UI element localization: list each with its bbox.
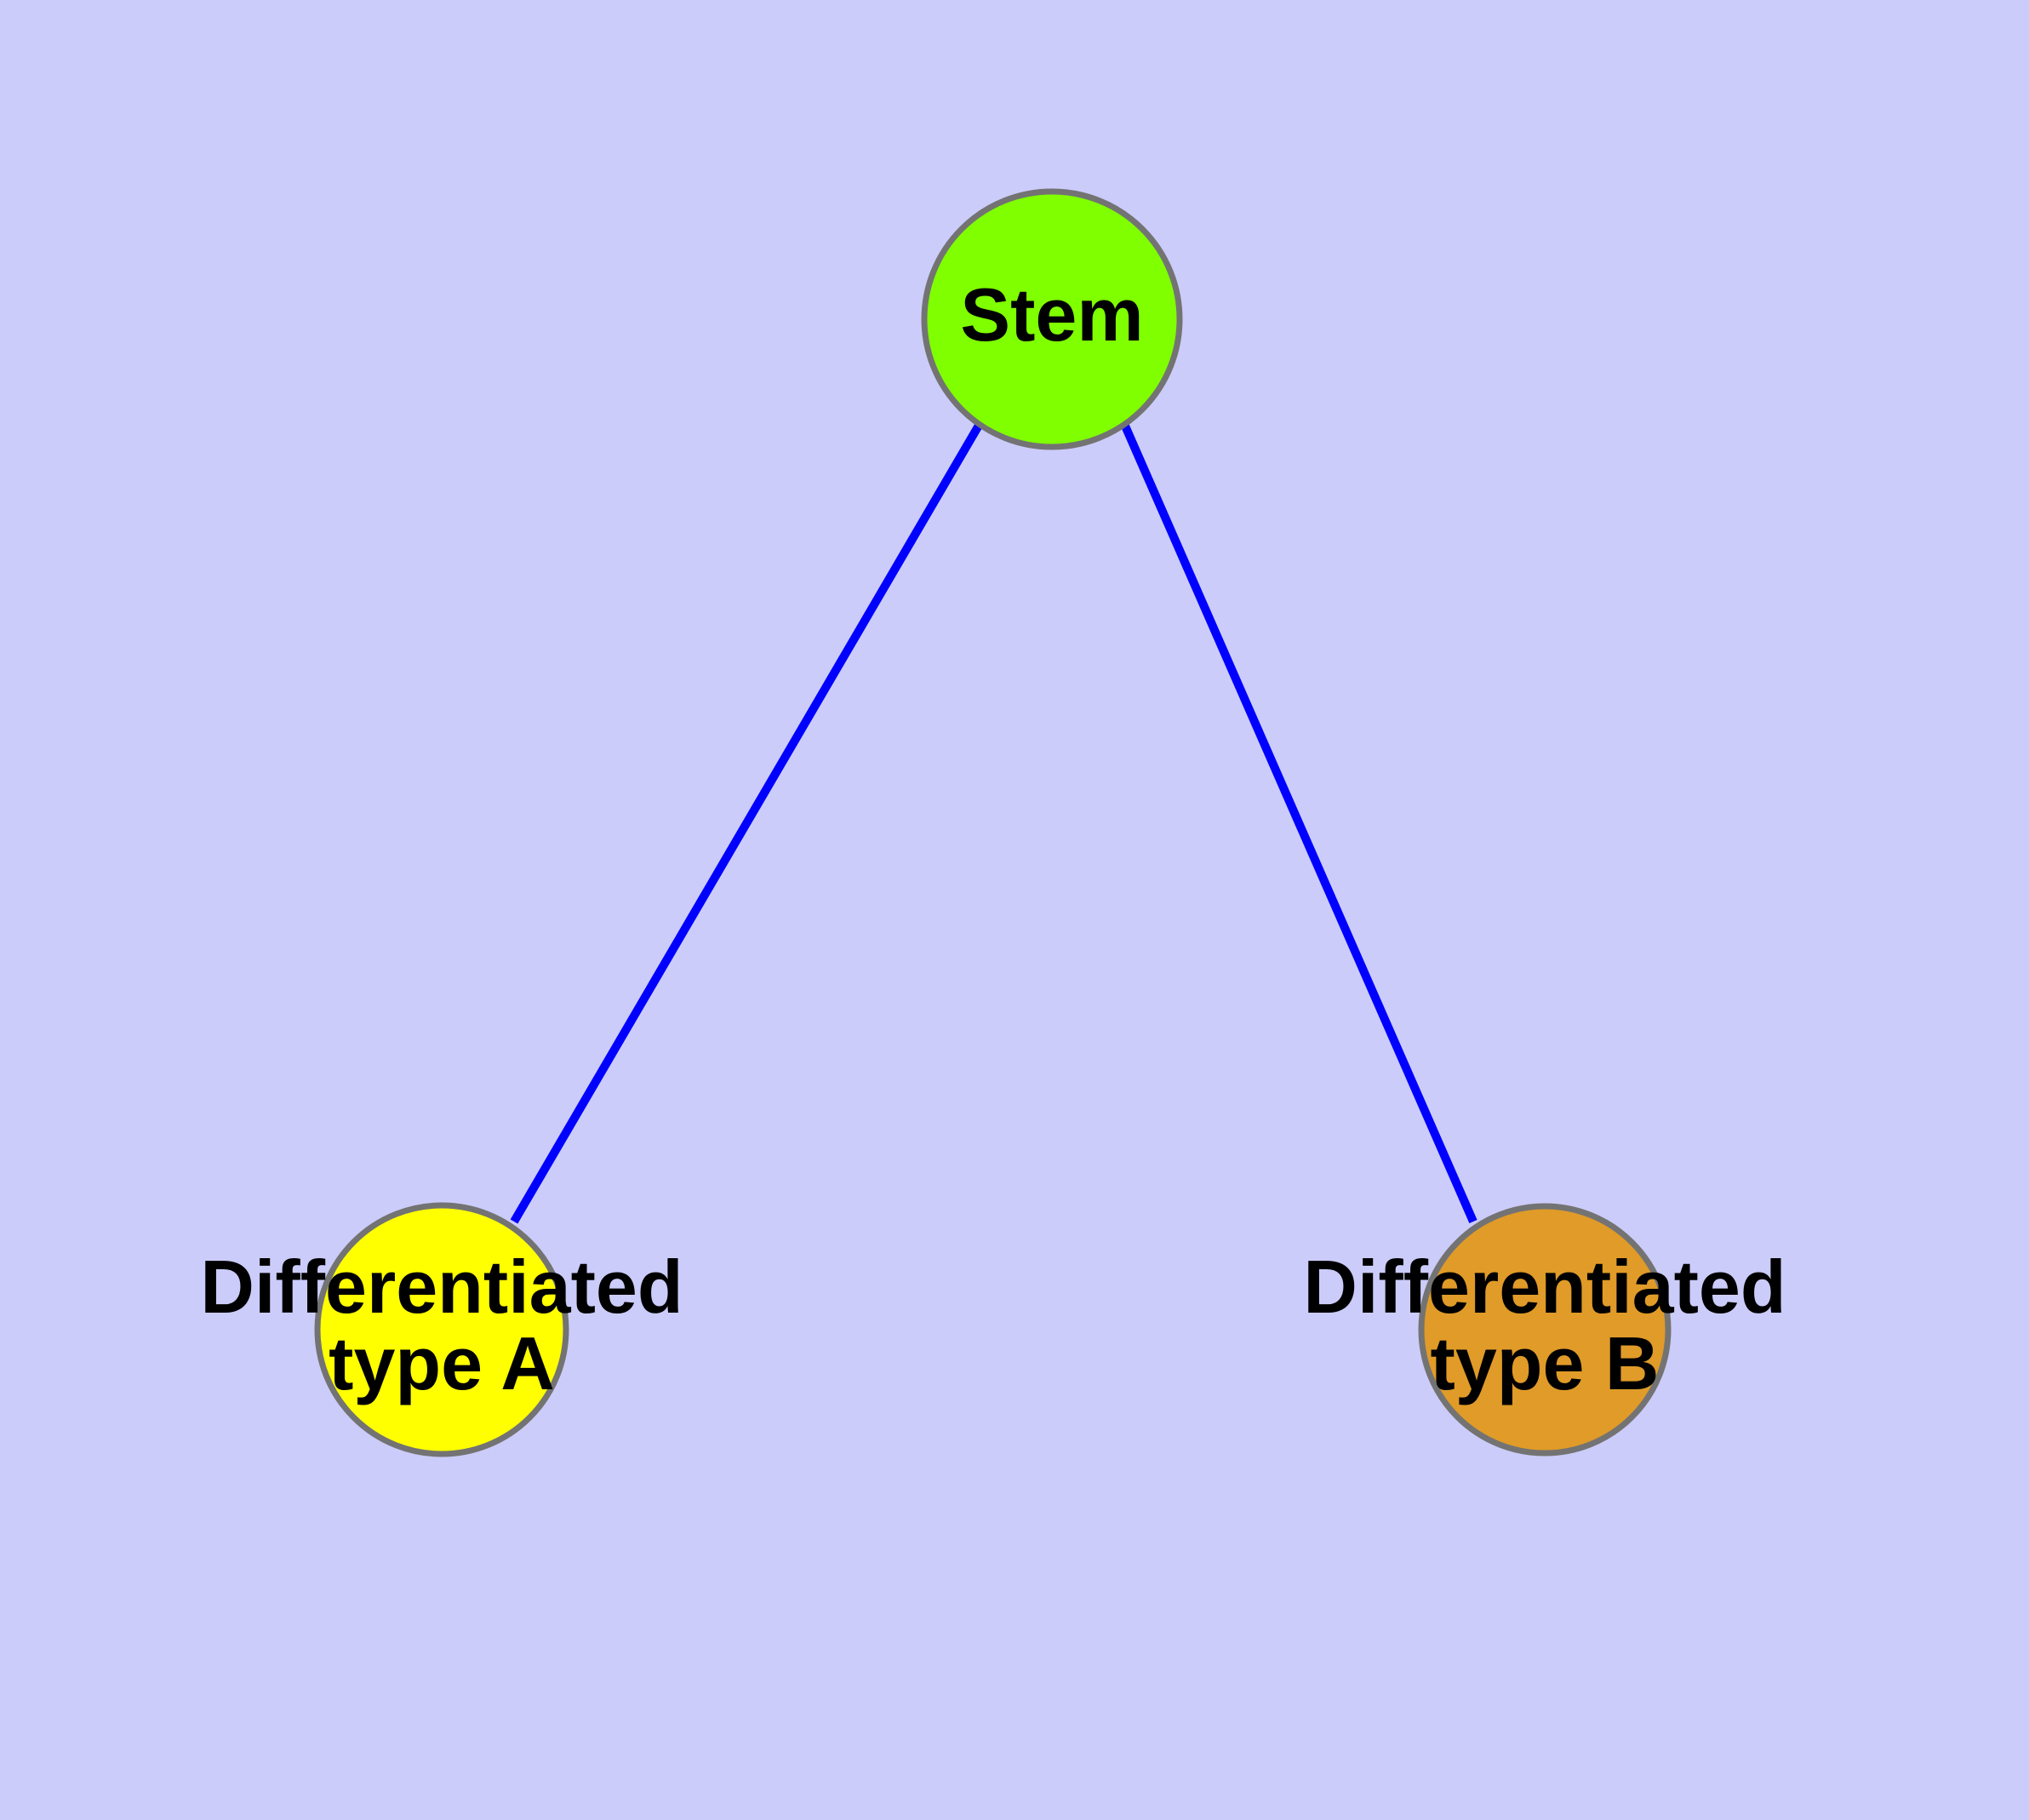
nodes-layer (314, 188, 1672, 1457)
graph-node-stem[interactable] (921, 188, 1183, 450)
graph-edge-stem-to-diff-b[interactable] (1120, 421, 1477, 1224)
graph-node-diff-b[interactable] (1418, 1203, 1672, 1457)
edges-layer (510, 421, 1477, 1224)
graph-edge-stem-to-diff-a[interactable] (510, 421, 984, 1224)
graph-node-diff-a[interactable] (314, 1202, 569, 1457)
